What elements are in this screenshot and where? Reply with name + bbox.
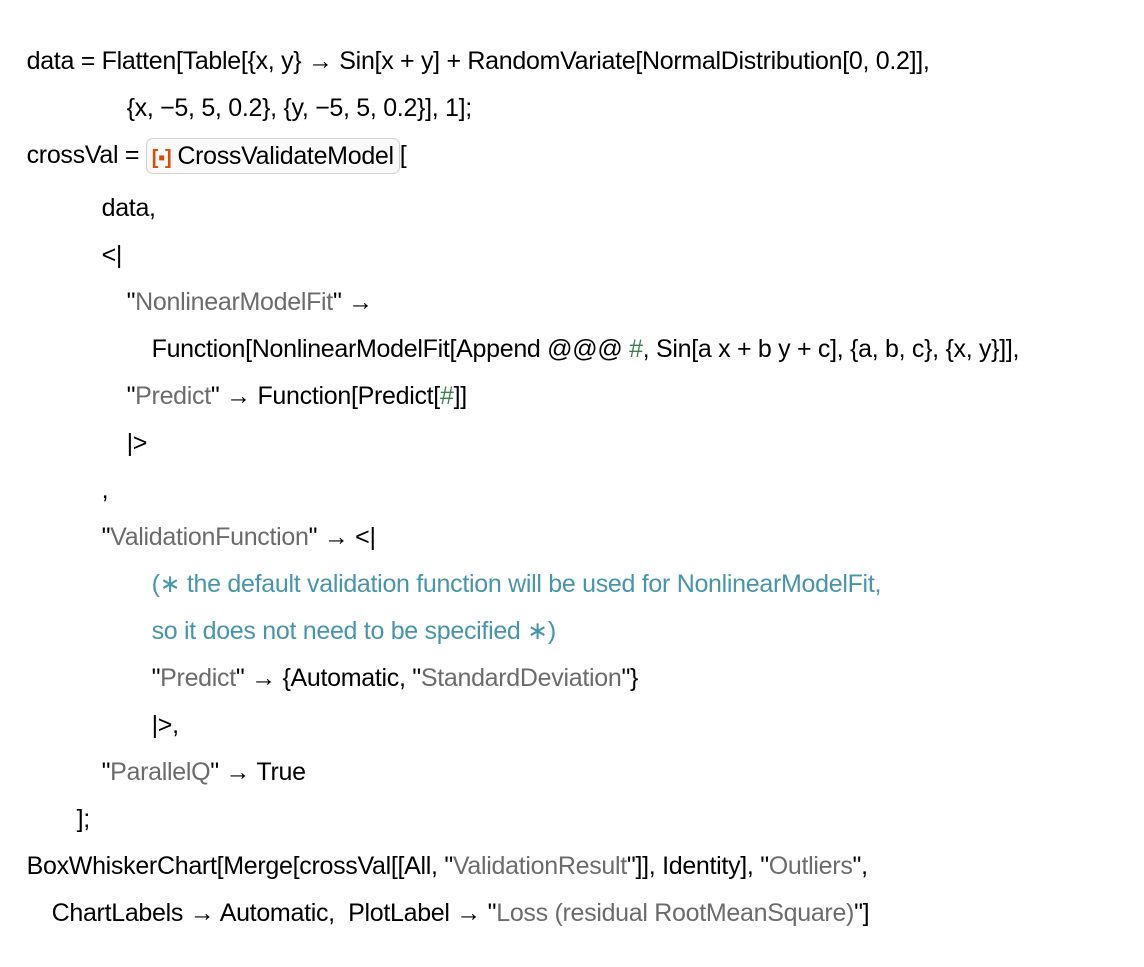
code-line-1: data = Flatten[Table[{x, y} → Sin[x + y]… — [0, 7, 930, 75]
quote: " — [101, 523, 111, 551]
code-text: <| — [101, 241, 123, 269]
code-text: {x, −5, 5, 0.2}, {y, −5, 5, 0.2}], 1]; — [126, 94, 473, 122]
code-text: data, — [101, 194, 156, 222]
slot-symbol: # — [629, 335, 643, 363]
code-line-16: "ParallelQ" → True — [75, 718, 306, 786]
code-line-11: "ValidationFunction" → <| — [75, 483, 376, 551]
resource-function-button[interactable]: [▪]CrossValidateModel — [145, 138, 400, 175]
resource-function-label: CrossValidateModel — [177, 142, 394, 171]
string-literal: ParallelQ — [110, 758, 211, 786]
code-line-9: |> — [100, 389, 148, 457]
quote: " — [308, 523, 318, 551]
code-line-6: "NonlinearModelFit" → — [100, 248, 374, 316]
code-text: data = Flatten[Table[{x, y} → Sin[x + y]… — [26, 47, 930, 75]
quote: " — [126, 288, 136, 316]
string-literal: Predict — [135, 382, 211, 410]
code-comment-line-1: (∗ the default validation function will … — [125, 530, 882, 598]
code-text: , Sin[a x + b y + c], {a, b, c}, {x, y}]… — [642, 335, 1020, 363]
code-line-3: crossVal = [▪]CrossValidateModel[ — [0, 101, 407, 175]
code-text: ]; — [76, 805, 91, 833]
code-text: "]], Identity], " — [626, 852, 769, 880]
code-text: ChartLabels → Automatic, PlotLabel → " — [51, 899, 497, 927]
string-literal: Loss (residual RootMeanSquare) — [496, 899, 855, 927]
string-literal: Predict — [160, 664, 236, 692]
code-text: ", — [852, 852, 869, 880]
code-text: ]] — [453, 382, 468, 410]
string-literal: NonlinearModelFit — [135, 288, 333, 316]
code-text: , — [101, 476, 109, 504]
quote: " — [332, 288, 342, 316]
code-line-2: {x, −5, 5, 0.2}, {y, −5, 5, 0.2}], 1]; — [100, 54, 473, 122]
code-text: → True — [218, 758, 306, 786]
code-text: Function[NonlinearModelFit[Append @@@ — [151, 335, 630, 363]
comment-text: so it does not need to be specified ∗) — [151, 617, 557, 645]
code-text: → {Automatic, " — [244, 664, 421, 692]
string-literal: Outliers — [768, 852, 853, 880]
code-line-4: data, — [75, 154, 156, 222]
code-line-5: <| — [75, 201, 123, 269]
code-comment-line-2: so it does not need to be specified ∗) — [125, 577, 557, 645]
resource-function-icon: [▪] — [151, 147, 172, 170]
quote: " — [235, 664, 245, 692]
code-line-15: |>, — [125, 671, 179, 739]
quote: " — [210, 758, 219, 786]
quote: " — [126, 382, 136, 410]
code-line-18: BoxWhiskerChart[Merge[crossVal[[All, "Va… — [0, 812, 868, 880]
code-text: → <| — [317, 523, 376, 551]
code-line-7: Function[NonlinearModelFit[Append @@@ #,… — [125, 295, 1020, 363]
slot-symbol: # — [439, 382, 454, 410]
code-text: "} — [621, 664, 639, 692]
string-literal: ValidationResult — [452, 852, 627, 880]
quote: " — [210, 382, 220, 410]
code-line-17: ]; — [50, 765, 91, 833]
string-literal: ValidationFunction — [110, 523, 309, 551]
code-line-14: "Predict" → {Automatic, "StandardDeviati… — [125, 624, 639, 692]
code-text: |>, — [151, 711, 179, 739]
code-line-10: , — [75, 436, 109, 504]
comment-text: (∗ the default validation function will … — [151, 570, 882, 598]
quote: " — [151, 664, 161, 692]
code-text: → Function[Predict[ — [219, 382, 440, 410]
code-text: [ — [399, 141, 407, 169]
code-line-19: ChartLabels → Automatic, PlotLabel → "Lo… — [25, 859, 870, 927]
code-text: → — [341, 288, 373, 316]
code-text: BoxWhiskerChart[Merge[crossVal[[All, " — [26, 852, 454, 880]
code-text: crossVal = — [26, 141, 146, 169]
quote: " — [101, 758, 111, 786]
code-line-8: "Predict" → Function[Predict[#]] — [100, 342, 468, 410]
code-text: |> — [126, 429, 148, 457]
string-literal: StandardDeviation — [420, 664, 622, 692]
code-text: "] — [854, 899, 870, 927]
